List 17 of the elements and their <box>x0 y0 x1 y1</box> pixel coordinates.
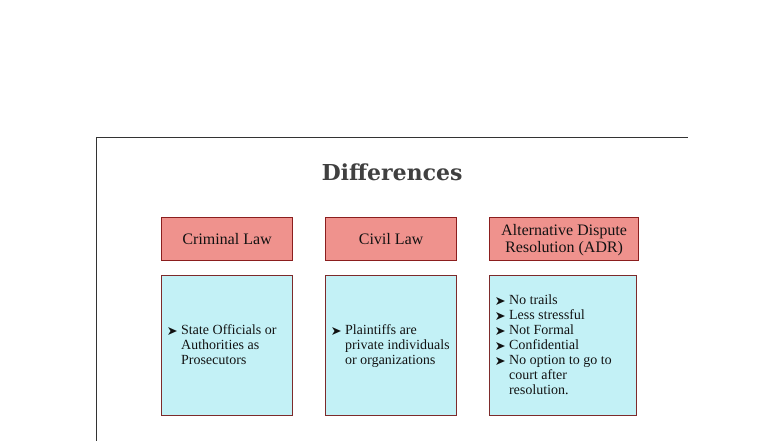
bullet-text: Plaintiffs are private individuals or organizations <box>345 323 450 368</box>
column-heading: Alternative Dispute Resolution (ADR) <box>500 222 628 256</box>
bullet-text: No trails <box>509 293 558 308</box>
content-box <box>161 275 293 416</box>
bullet-text: No option to go to court after resolution. <box>509 353 613 398</box>
header-box <box>325 217 457 261</box>
title: Differences <box>322 160 462 186</box>
header-box <box>489 217 639 261</box>
header-box <box>161 217 293 261</box>
bullet-text: Not Formal <box>509 323 574 338</box>
column-heading: Criminal Law <box>182 230 272 248</box>
content-box <box>489 275 637 416</box>
column-heading: Civil Law <box>358 230 424 248</box>
content-box <box>325 275 457 416</box>
bullet-text: State Officials or Authorities as Prosecutors <box>181 323 278 368</box>
bullet-text: Less stressful <box>509 308 585 323</box>
bullet-text: Confidential <box>509 338 579 353</box>
